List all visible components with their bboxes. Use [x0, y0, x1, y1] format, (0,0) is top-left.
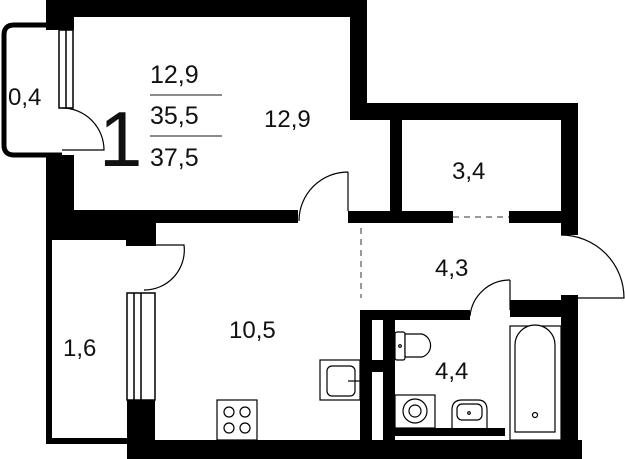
door-balcony[interactable]: [61, 107, 105, 151]
window-top-left: [58, 29, 74, 109]
room-area-storage: 3,4: [452, 158, 485, 185]
toilet-icon: [394, 331, 432, 361]
room-area-balcony-small: 0,4: [8, 84, 41, 111]
room-area-kitchen: 10,5: [229, 317, 276, 344]
small-balcony-outline: [1, 22, 62, 158]
door-living-room[interactable]: [298, 171, 349, 222]
door-loggia[interactable]: [143, 244, 185, 291]
total-area-value: 35,5: [150, 102, 199, 130]
washbasin-icon: [451, 399, 488, 428]
window-loggia: [126, 292, 156, 401]
stove-icon: [216, 399, 258, 441]
door-bathroom[interactable]: [469, 279, 511, 317]
washer-icon: [394, 394, 436, 429]
bathtub-icon: [509, 324, 562, 441]
total-area-with-balcony-value: 37,5: [150, 144, 199, 172]
room-area-loggia: 1,6: [63, 335, 96, 362]
room-area-bathroom: 4,4: [435, 358, 468, 385]
room-area-living: 12,9: [264, 106, 311, 133]
living-area-value: 12,9: [150, 61, 199, 89]
rooms-count: 1: [99, 95, 142, 183]
sink-icon: [319, 359, 361, 401]
apartment-summary: 1 12,9 35,5 37,5: [99, 61, 222, 183]
room-area-hallway: 4,3: [435, 255, 468, 282]
door-entrance[interactable]: [560, 234, 625, 299]
